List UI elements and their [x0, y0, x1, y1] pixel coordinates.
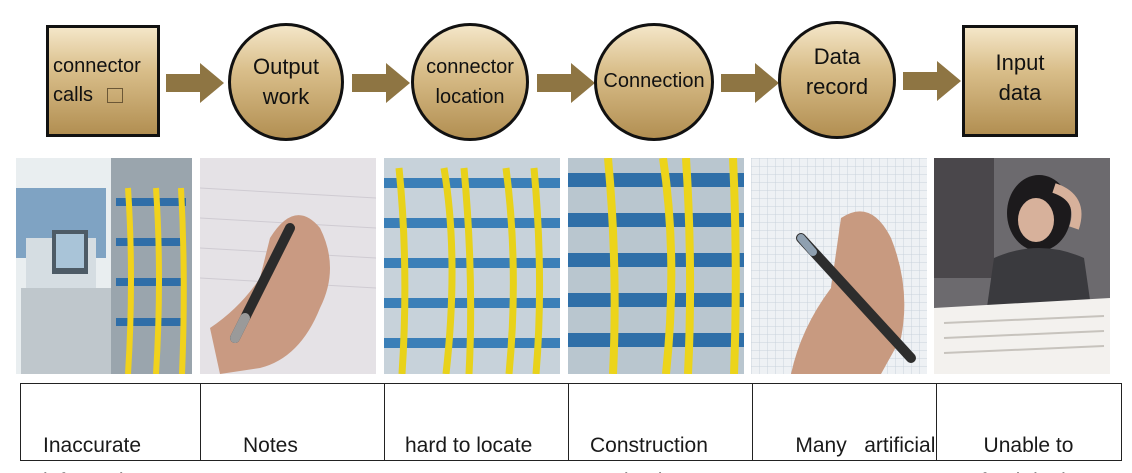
- checkbox-glyph-icon: [107, 88, 124, 103]
- caption-text: Notes: [243, 434, 298, 457]
- caption-cell: Notes: [201, 384, 385, 460]
- step-output-work: Output work: [228, 23, 344, 141]
- caption-cell: Many artificial error: [753, 384, 937, 473]
- caption-cell: Inaccurate information: [21, 384, 201, 473]
- office-computer-and-patch-panel-icon: [16, 158, 192, 374]
- caption-text: Inaccurate information: [43, 434, 147, 473]
- hand-writing-on-grid-paper-icon: [751, 158, 927, 374]
- caption-cell: Unable to refresh in time: [937, 384, 1120, 473]
- flow-arrow: [352, 63, 410, 103]
- caption-text: Many artificial error: [772, 434, 936, 473]
- step-input-data: Input data: [962, 25, 1078, 137]
- flow-arrow: [903, 61, 961, 101]
- caption-text: Unable to refresh in time: [962, 434, 1095, 473]
- caption-text: hard to locate: [405, 434, 533, 457]
- fiber-patch-cords-icon: [384, 158, 560, 374]
- woman-overwhelmed-by-paperwork-icon: [934, 158, 1110, 374]
- step-data-record: Data record: [778, 21, 896, 139]
- step-label-line1: connector: [53, 55, 141, 77]
- flow-arrow: [721, 63, 779, 103]
- caption-cell: Construction uncheck: [569, 384, 753, 473]
- fiber-patch-cords-closeup-icon: [568, 158, 744, 374]
- flow-arrow: [166, 63, 224, 103]
- step-connector-location: connector location: [411, 23, 529, 141]
- hand-writing-notes-icon: [200, 158, 376, 374]
- step-connection: Connection: [594, 23, 714, 141]
- step-connector-calls: connector calls: [46, 25, 160, 137]
- flow-arrow: [537, 63, 595, 103]
- caption-text: Construction uncheck: [590, 434, 708, 473]
- step-label-line2: calls: [53, 84, 94, 106]
- caption-table: Inaccurate information Notes hard to loc…: [20, 383, 1122, 473]
- caption-cell: hard to locate: [385, 384, 569, 460]
